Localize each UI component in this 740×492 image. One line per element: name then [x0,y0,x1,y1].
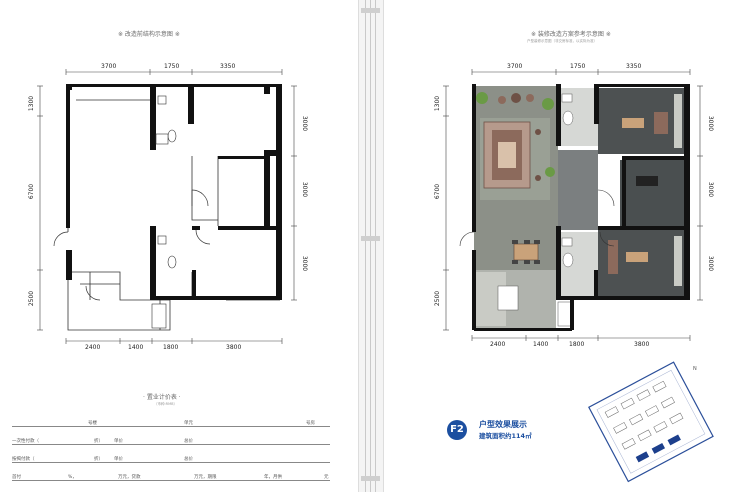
left-dim-top-2: 1750 [164,63,180,70]
unit-type-badge: F2 [447,420,467,440]
left-page-title: ※ 改造前结构示意图 ※ [118,31,180,38]
price-row-mortgage-unit-price: 单价 [114,457,123,462]
price-row-down-payment-label: 首付 [12,475,21,480]
right-dim-bottom-4: 3800 [634,341,650,348]
price-row-building: 号楼 单元 号房 [12,418,330,428]
price-row-loan-label: 万元，贷款 [118,475,141,480]
price-row-building-label: 号楼 [88,421,97,426]
right-page-title: ※ 装修改造方案参考示意图 ※ [531,31,611,38]
book-binding [358,0,384,492]
left-dim-bottom-2: 1400 [128,344,144,351]
price-table-unit-note: （币种:RMB） [154,402,178,406]
unit-display-title: 户型效果展示 [479,420,527,429]
price-row-mortgage: 按揭付款（ 折） 单价 总价 [12,454,330,464]
price-row-monthly-label: 年，月供 [264,475,282,480]
right-dim-bottom-1: 2400 [490,341,506,348]
right-dim-top-2: 1750 [570,63,586,70]
price-row-unit-label: 单元 [184,421,193,426]
left-dim-top-1: 3700 [101,63,117,70]
left-floor-plan [37,69,297,344]
price-row-mortgage-discount: 折） [94,457,103,462]
price-row-down-payment-percent: %， [68,475,77,480]
price-row-full-payment-label: 一次性付款（ [12,439,39,444]
north-arrow-label: N [693,366,697,372]
right-dim-top-3: 3350 [626,63,642,70]
right-dim-bottom-3: 1800 [569,341,585,348]
left-dim-bottom-3: 1800 [163,344,179,351]
price-row-down-payment: 首付 %， 万元，贷款 万元，期限 年，月供 元 [12,472,330,482]
right-dim-bottom-2: 1400 [533,341,549,348]
left-dim-top-3: 3350 [220,63,236,70]
price-row-mortgage-total: 总价 [184,457,193,462]
price-row-full-payment-total: 总价 [184,439,193,444]
price-row-monthly-unit: 元 [324,475,329,480]
price-row-room-label: 号房 [306,421,315,426]
price-row-term-label: 万元，期限 [194,475,217,480]
price-row-full-payment: 一次性付款（ 折） 单价 总价 [12,436,330,446]
right-page-subtitle: 户型装修示意图（非交房标准，以实际为准） [527,39,597,43]
right-dim-top-1: 3700 [507,63,523,70]
price-row-mortgage-label: 按揭付款（ [12,457,35,462]
price-row-full-payment-discount: 折） [94,439,103,444]
unit-building-area: 建筑面积约114㎡ [479,432,532,440]
left-dim-bottom-4: 3800 [226,344,242,351]
price-table-title: · 置业计价表 · [143,394,181,401]
price-row-full-payment-unit-price: 单价 [114,439,123,444]
left-page: ※ 改造前结构示意图 ※ 3700 1750 3350 2400 1400 18… [0,0,360,492]
left-dim-bottom-1: 2400 [85,344,101,351]
